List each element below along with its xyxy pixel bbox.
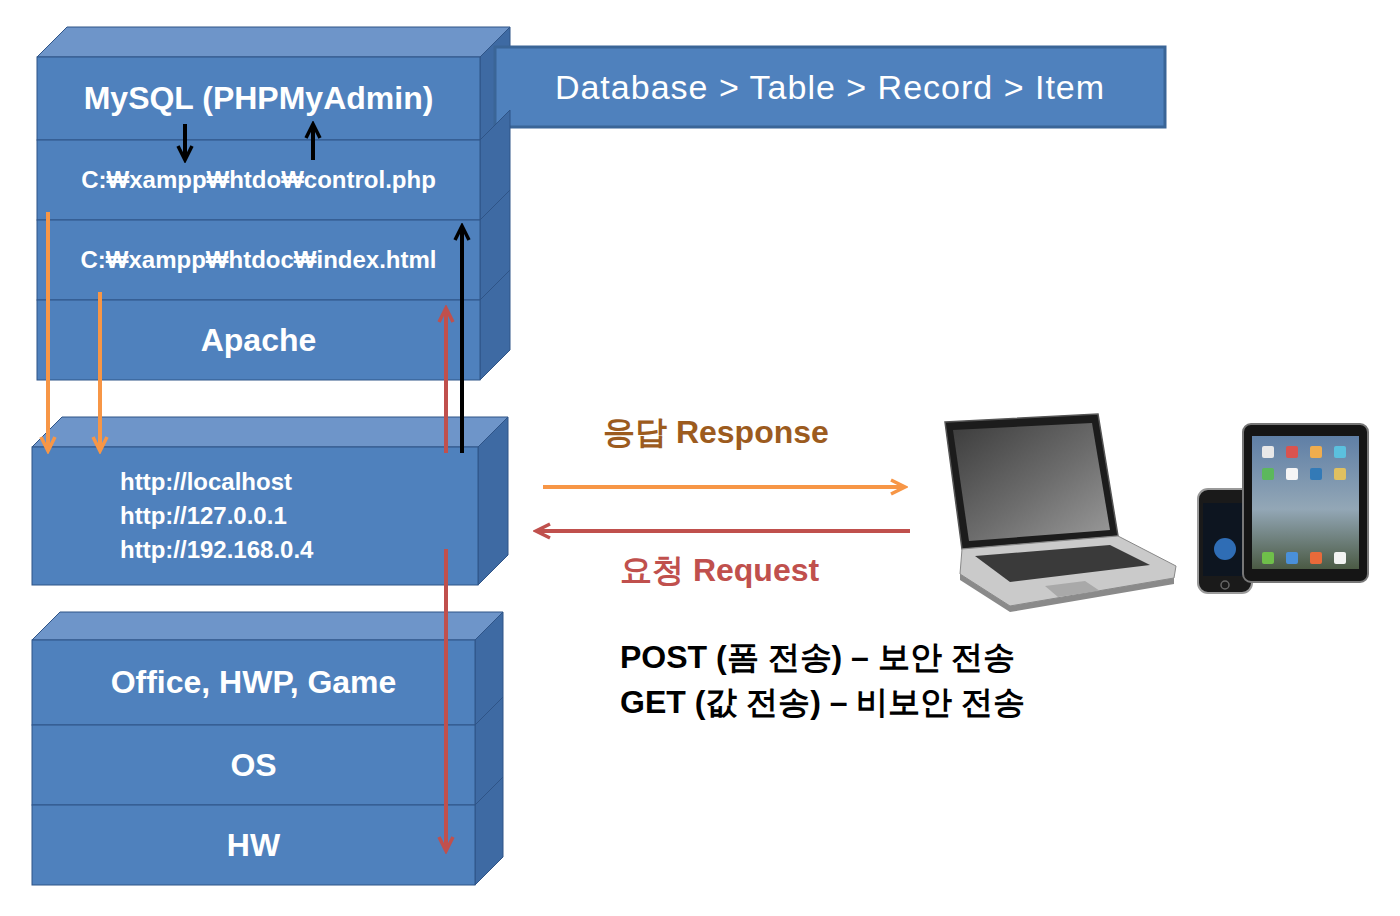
node-text: Database > Table > Record > Item (555, 67, 1105, 108)
phone-button (1221, 581, 1229, 589)
box-face (32, 612, 503, 725)
app-icon (1334, 468, 1346, 480)
app-icon (1262, 552, 1274, 564)
laptop-edge (960, 574, 1174, 612)
arrow-label: 응답 Response (603, 413, 829, 451)
box-face (37, 190, 510, 300)
node-text: http://127.0.0.1 (120, 499, 287, 533)
request-arrow (536, 529, 910, 533)
node-text: OS (230, 746, 276, 784)
box-front (37, 57, 480, 140)
box-front (32, 805, 475, 885)
stack-layer-box: Office, HWP, Game (32, 640, 475, 725)
box-face (32, 697, 503, 805)
arrow-label: 요청 Request (620, 551, 819, 589)
node-text: http://192.168.0.4 (120, 533, 313, 567)
stack-layer-box: C:₩xampp₩htdoc₩index.html (37, 220, 480, 300)
tablet-body (1243, 424, 1368, 582)
laptop-illustration (945, 414, 1176, 612)
connector-arrow (46, 212, 50, 451)
app-icon (1310, 552, 1322, 564)
node-text: Office, HWP, Game (111, 663, 397, 701)
connector-arrow (444, 308, 448, 453)
app-icon (1286, 552, 1298, 564)
box-front (495, 47, 1165, 127)
stack-layer-box: OS (32, 725, 475, 805)
connector-arrow (444, 549, 448, 851)
app-icon (1310, 468, 1322, 480)
laptop-bezel (945, 414, 1118, 549)
box-top (37, 27, 510, 57)
box-front (37, 220, 480, 300)
stack-layer-box: Apache (37, 300, 480, 380)
connector-arrow (98, 292, 102, 451)
box-face (32, 417, 508, 585)
node-text: HW (227, 826, 280, 864)
node-text: C:₩xampp₩htdoc₩index.html (81, 246, 437, 275)
note-text: POST (폼 전송) – 보안 전송 (620, 638, 1015, 676)
box-side (480, 270, 510, 380)
box-face (37, 27, 510, 140)
phone-screen (1203, 503, 1247, 576)
tablet-screen (1252, 436, 1359, 569)
box-front (32, 447, 478, 585)
tablet-illustration (1243, 424, 1368, 582)
laptop-screen (953, 423, 1110, 541)
app-icon (1262, 446, 1274, 458)
app-icon (1334, 446, 1346, 458)
response-arrow (543, 485, 905, 489)
box-face (32, 777, 503, 885)
box-top (32, 417, 508, 447)
box-front (32, 640, 475, 725)
box-face (37, 270, 510, 380)
node-text: MySQL (PHPMyAdmin) (84, 79, 434, 117)
box-face (37, 110, 510, 220)
app-icon (1286, 446, 1298, 458)
app-icon (1310, 446, 1322, 458)
phone-earth (1214, 538, 1236, 560)
stack-layer-box: http://localhosthttp://127.0.0.1http://1… (32, 447, 478, 585)
node-text: C:₩xampp₩htdo₩control.php (81, 166, 436, 195)
note-text: GET (값 전송) – 비보안 전송 (620, 683, 1025, 721)
stack-layer-box: C:₩xampp₩htdo₩control.php (37, 140, 480, 220)
node-text: Apache (201, 321, 317, 359)
connector-arrow (460, 226, 464, 453)
app-icon (1262, 468, 1274, 480)
box-face (495, 47, 1165, 127)
box-side (475, 777, 503, 885)
connector-arrow (183, 124, 187, 160)
box-front (32, 725, 475, 805)
box-top (32, 612, 503, 640)
box-faces (32, 27, 1165, 885)
app-icon (1334, 552, 1346, 564)
stack-layer-box: HW (32, 805, 475, 885)
box-front (37, 140, 480, 220)
connector-arrow (311, 124, 315, 160)
app-icon (1286, 468, 1298, 480)
laptop-keyboard (975, 545, 1150, 582)
info-box: Database > Table > Record > Item (495, 47, 1165, 127)
box-front (37, 300, 480, 380)
stack-layer-box: MySQL (PHPMyAdmin) (37, 57, 480, 140)
node-text: http://localhost (120, 465, 292, 499)
